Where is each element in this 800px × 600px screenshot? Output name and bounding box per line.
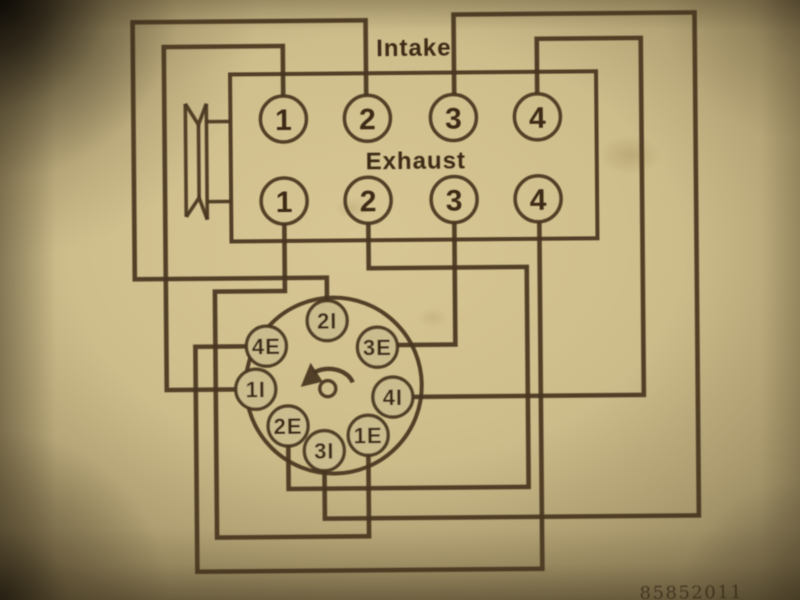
intake-port-3-number: 3 (445, 102, 462, 135)
exhaust-label: Exhaust (365, 147, 466, 175)
terminal-4e-label: 4E (252, 334, 281, 359)
terminal-2i-label: 2I (317, 309, 338, 334)
intake-port-4-number: 4 (529, 102, 546, 135)
ccw-rotation-arrow-icon (300, 362, 355, 387)
rotor-center-icon (318, 378, 338, 399)
spark-plug-wires (130, 10, 702, 575)
terminal-2e-label: 2E (274, 414, 303, 439)
distributor: 4E 2I 3E 1I 4I 2E 3I 1E (234, 295, 424, 476)
exhaust-port-1-number: 1 (276, 186, 293, 219)
crankshaft-pulley-icon (183, 102, 232, 221)
terminal-3i-label: 3I (314, 439, 335, 464)
terminal-1i-label: 1I (245, 377, 266, 402)
intake-port-1-number: 1 (275, 104, 292, 137)
terminal-3e-label: 3E (363, 335, 392, 360)
exhaust-port-4-number: 4 (530, 184, 547, 217)
terminal-1e-label: 1E (354, 423, 383, 448)
intake-port-2-number: 2 (359, 103, 376, 136)
part-number: 85852011 (639, 582, 743, 600)
exhaust-port-3-number: 3 (446, 184, 463, 217)
exhaust-port-2-number: 2 (360, 185, 377, 218)
terminal-4i-label: 4I (383, 385, 404, 410)
port-labels: 1 2 3 4 1 2 3 4 Intake Exhaust (275, 35, 547, 220)
intake-label: Intake (376, 35, 452, 63)
